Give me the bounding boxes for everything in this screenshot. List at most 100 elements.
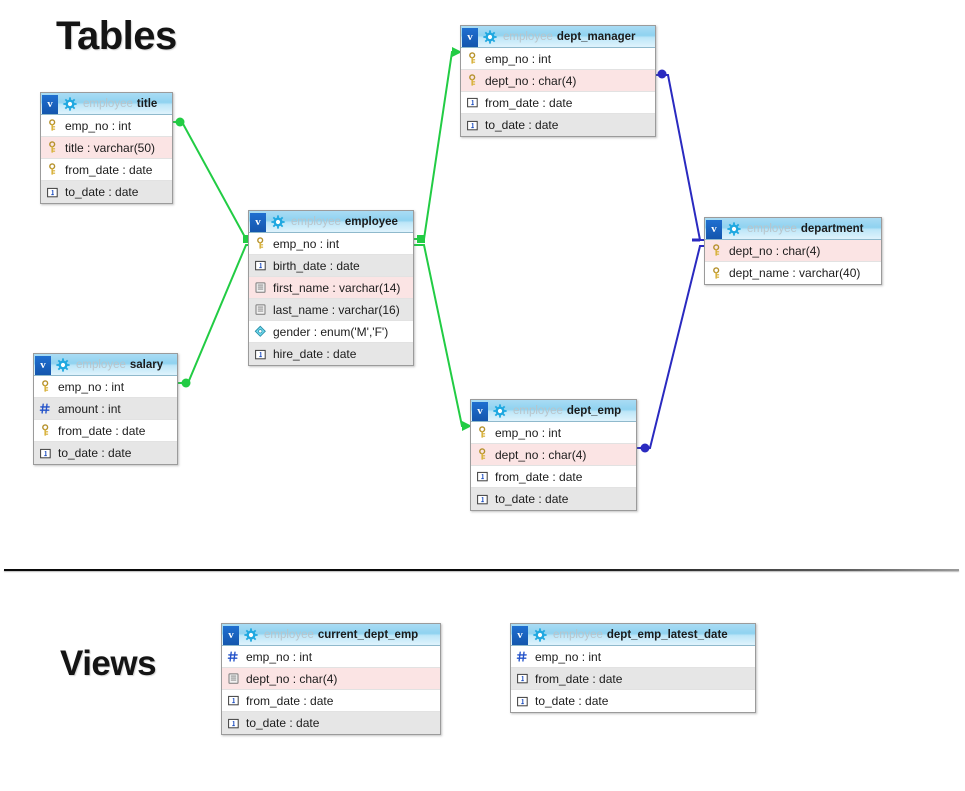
entity-schema-label: employee	[83, 97, 133, 110]
view-badge-icon: v	[706, 219, 722, 239]
column-label: from_date : date	[58, 423, 146, 438]
date-icon	[255, 349, 266, 359]
date-icon	[40, 448, 51, 458]
date-icon	[228, 695, 239, 706]
column-row[interactable]: to_date : date	[41, 181, 172, 203]
key-icon	[42, 380, 49, 392]
number-icon	[39, 403, 50, 414]
column-row[interactable]: dept_no : char(4)	[705, 240, 881, 262]
entity-columns-current_dept_emp: emp_no : int dept_no : char(4) from_date :…	[222, 646, 440, 734]
entity-name-label: department	[800, 222, 864, 235]
column-row[interactable]: emp_no : int	[511, 646, 755, 668]
column-row[interactable]: from_date : date	[222, 690, 440, 712]
column-row[interactable]: to_date : date	[471, 488, 636, 510]
column-label: gender : enum('M','F')	[273, 324, 389, 339]
tables-section-title: Tables	[56, 14, 177, 58]
text-icon	[255, 304, 266, 315]
entity-columns-dept_emp: emp_no : int dept_no : char(4) from_date :…	[471, 422, 636, 510]
entity-columns-title: emp_no : int title : varchar(50) from_date…	[41, 115, 172, 203]
relationship-dept-emp-department	[637, 245, 710, 453]
entity-schema-label: employee	[76, 358, 126, 371]
key-icon	[469, 52, 476, 64]
column-label: first_name : varchar(14)	[273, 280, 401, 295]
date-icon	[477, 494, 488, 504]
key-icon	[257, 237, 264, 249]
gear-icon	[56, 357, 70, 372]
column-row[interactable]: last_name : varchar(16)	[249, 299, 413, 321]
date-icon	[467, 97, 478, 108]
date-icon	[517, 673, 528, 684]
column-row[interactable]: dept_no : char(4)	[461, 70, 655, 92]
date-icon	[255, 260, 266, 271]
key-icon	[469, 74, 476, 86]
entity-schema-label: employee	[264, 628, 314, 641]
number-icon	[227, 651, 238, 662]
entity-name-label: dept_manager	[556, 30, 636, 43]
column-label: birth_date : date	[273, 258, 360, 273]
column-row[interactable]: first_name : varchar(14)	[249, 277, 413, 299]
entity-name-label: title	[136, 97, 158, 110]
column-row[interactable]: birth_date : date	[249, 255, 413, 277]
column-row[interactable]: emp_no : int	[34, 376, 177, 398]
column-row[interactable]: amount : int	[34, 398, 177, 420]
column-row[interactable]: dept_no : char(4)	[222, 668, 440, 690]
column-row[interactable]: emp_no : int	[471, 422, 636, 444]
key-icon	[479, 426, 486, 438]
column-row[interactable]: to_date : date	[222, 712, 440, 734]
column-label: emp_no : int	[535, 649, 602, 664]
column-row[interactable]: emp_no : int	[461, 48, 655, 70]
gear-icon	[727, 221, 741, 236]
column-row[interactable]: emp_no : int	[249, 233, 413, 255]
gear-icon	[533, 627, 547, 642]
column-label: to_date : date	[535, 694, 609, 708]
gear-icon	[493, 403, 507, 418]
column-label: from_date : date	[495, 469, 583, 484]
entity-columns-employee: emp_no : int birth_date : date first_name …	[249, 233, 413, 365]
column-label: hire_date : date	[273, 347, 357, 361]
column-label: emp_no : int	[495, 425, 562, 440]
column-row[interactable]: to_date : date	[34, 442, 177, 464]
column-label: dept_no : char(4)	[246, 671, 338, 686]
column-row[interactable]: to_date : date	[511, 690, 755, 712]
column-row[interactable]: from_date : date	[34, 420, 177, 442]
column-row[interactable]: dept_name : varchar(40)	[705, 262, 881, 284]
column-row[interactable]: from_date : date	[471, 466, 636, 488]
gear-icon	[244, 627, 258, 642]
column-label: emp_no : int	[273, 236, 340, 251]
column-row[interactable]: from_date : date	[41, 159, 172, 181]
view-badge-icon: v	[223, 625, 239, 645]
column-row[interactable]: from_date : date	[511, 668, 755, 690]
column-row[interactable]: emp_no : int	[222, 646, 440, 668]
column-row[interactable]: from_date : date	[461, 92, 655, 114]
column-row[interactable]: title : varchar(50)	[41, 137, 172, 159]
column-row[interactable]: hire_date : date	[249, 343, 413, 365]
column-row[interactable]: emp_no : int	[41, 115, 172, 137]
column-row[interactable]: to_date : date	[461, 114, 655, 136]
column-row[interactable]: dept_no : char(4)	[471, 444, 636, 466]
column-label: from_date : date	[485, 95, 573, 110]
column-row[interactable]: gender : enum('M','F')	[249, 321, 413, 343]
view-badge-icon: v	[42, 94, 58, 114]
entity-columns-dept_emp_latest_date: emp_no : int from_date : date to_date : da…	[511, 646, 755, 712]
entity-name-label: salary	[129, 358, 164, 371]
enum-icon	[254, 325, 266, 337]
column-label: title : varchar(50)	[65, 140, 156, 155]
number-icon	[516, 651, 527, 662]
